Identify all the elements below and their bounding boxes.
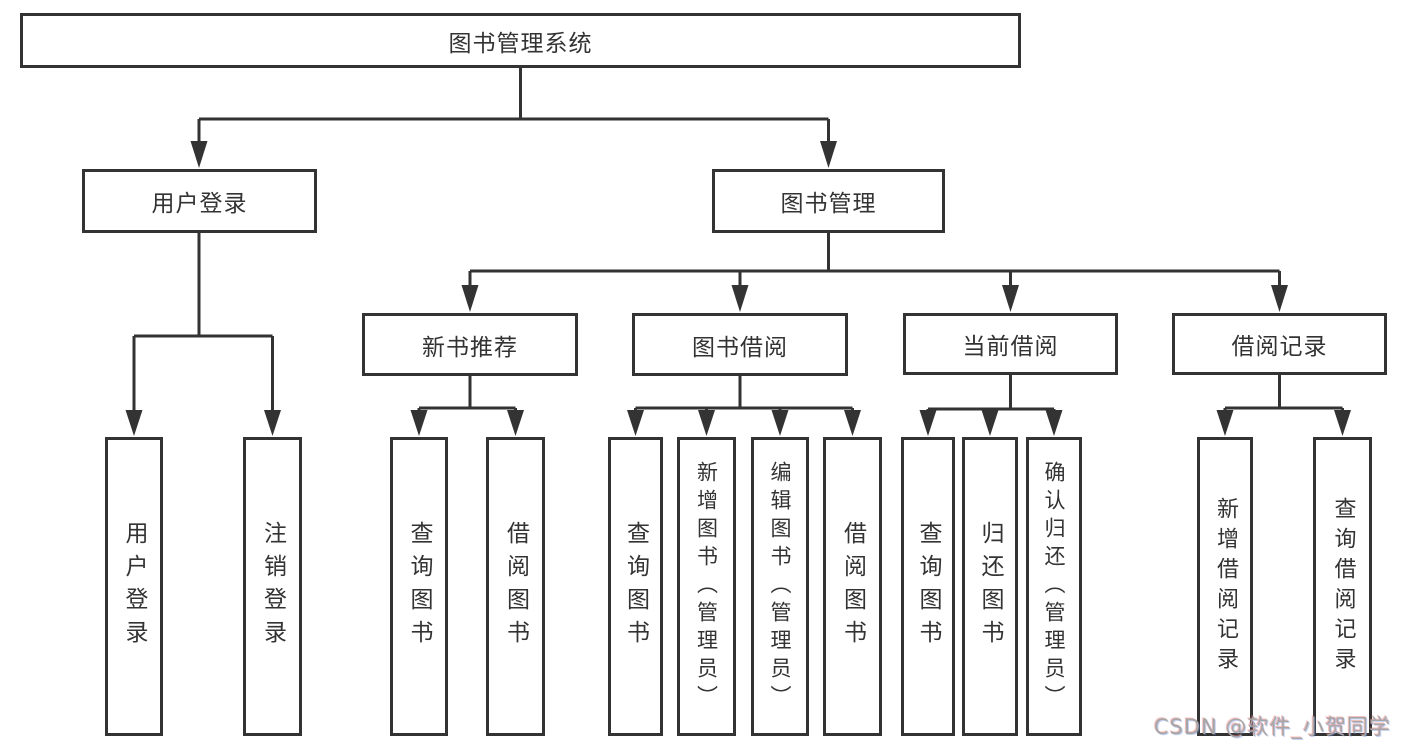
node-current-borrow: 当前借阅 (903, 313, 1118, 375)
leaf-query-books-3: 查询图书 (901, 437, 955, 736)
edge-new-book-rec-split (417, 376, 517, 415)
node-new-book-recommend: 新书推荐 (362, 313, 578, 376)
leaf-user-login-label: 用户登录 (121, 520, 147, 653)
leaf-add-books-admin-label: 新增图书（管理员） (694, 460, 719, 713)
leaf-logout: 注销登录 (243, 437, 302, 736)
leaf-add-borrow-record: 新增借阅记录 (1197, 437, 1253, 736)
edge-book-borrow-split (634, 376, 854, 415)
leaf-user-login: 用户登录 (105, 437, 163, 736)
edge-current-borrow-split (926, 375, 1056, 415)
node-borrow-records-label: 借阅记录 (1231, 334, 1328, 360)
leaf-confirm-return-admin-label: 确认归还（管理员） (1042, 460, 1066, 713)
node-book-management-label: 图书管理 (780, 191, 877, 217)
leaf-borrow-books-1-label: 借阅图书 (502, 520, 529, 653)
csdn-watermark: CSDN @软件_小贺同学 (1153, 715, 1391, 739)
leaf-return-books: 归还图书 (962, 437, 1018, 736)
edge-book-mgmt-split (468, 233, 1281, 289)
leaf-edit-books-admin-label: 编辑图书（管理员） (768, 460, 792, 713)
leaf-edit-books-admin: 编辑图书（管理员） (751, 437, 809, 736)
leaf-add-borrow-record-label: 新增借阅记录 (1213, 496, 1238, 677)
leaf-query-books-3-label: 查询图书 (915, 520, 941, 653)
node-new-book-recommend-label: 新书推荐 (422, 334, 518, 361)
arrowheads (125, 141, 1351, 436)
leaf-borrow-books-1: 借阅图书 (486, 437, 545, 736)
node-current-borrow-label: 当前借阅 (962, 334, 1059, 360)
leaf-confirm-return-admin: 确认归还（管理员） (1026, 437, 1082, 736)
leaf-query-books-2: 查询图书 (608, 437, 663, 736)
node-book-borrow-label: 图书借阅 (692, 334, 788, 361)
leaf-return-books-label: 归还图书 (977, 520, 1003, 653)
leaf-borrow-books-2: 借阅图书 (823, 437, 882, 736)
leaf-query-books-1-label: 查询图书 (406, 520, 432, 653)
leaf-logout-label: 注销登录 (259, 520, 286, 653)
edge-borrow-records-split (1223, 375, 1344, 415)
node-borrow-records: 借阅记录 (1172, 313, 1387, 375)
node-root: 图书管理系统 (20, 13, 1021, 68)
leaf-query-borrow-record: 查询借阅记录 (1313, 437, 1372, 736)
leaf-query-borrow-record-label: 查询借阅记录 (1330, 496, 1356, 677)
leaf-query-books-2-label: 查询图书 (622, 520, 649, 653)
node-root-label: 图书管理系统 (448, 30, 593, 57)
edge-user-login-split (132, 233, 274, 414)
leaf-borrow-books-2-label: 借阅图书 (839, 520, 866, 653)
edge-root-trunk (197, 68, 830, 146)
node-book-management: 图书管理 (712, 169, 945, 233)
node-user-login: 用户登录 (82, 169, 317, 233)
leaf-add-books-admin: 新增图书（管理员） (677, 437, 736, 736)
leaf-query-books-1: 查询图书 (390, 437, 448, 736)
node-book-borrow: 图书借阅 (632, 313, 848, 376)
node-user-login-label: 用户登录 (151, 191, 248, 217)
